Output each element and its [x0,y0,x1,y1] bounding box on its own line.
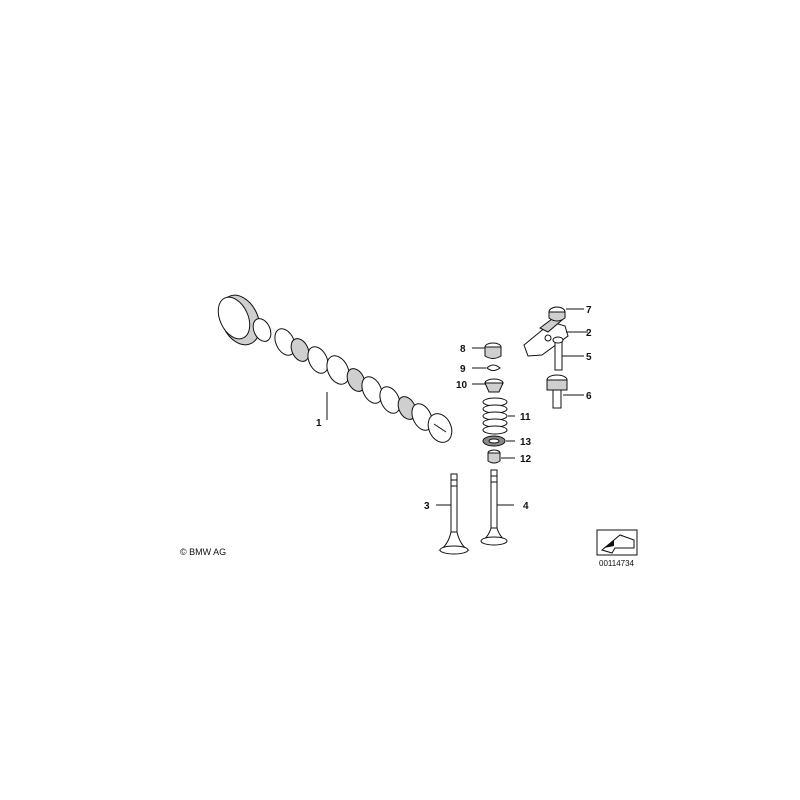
callout-8[interactable]: 8 [460,344,466,355]
screw[interactable] [552,336,584,371]
callout-10[interactable]: 10 [456,380,468,391]
valve-keepers[interactable] [472,364,501,371]
callout-3[interactable]: 3 [424,501,430,512]
lash-adjuster[interactable] [546,374,584,409]
spring-seat[interactable] [482,435,515,447]
callout-2[interactable]: 2 [586,328,592,339]
hydraulic-pad[interactable] [548,306,584,322]
callout-13[interactable]: 13 [520,437,532,448]
valve-spring[interactable] [482,397,515,435]
exhaust-valve[interactable] [480,469,514,546]
callout-5[interactable]: 5 [586,352,592,363]
callout-6[interactable]: 6 [586,391,592,402]
callout-4[interactable]: 4 [523,501,529,512]
copyright-text: © BMW AG [180,547,226,557]
callout-12[interactable]: 12 [520,454,532,465]
spring-retainer[interactable] [472,378,504,393]
callout-9[interactable]: 9 [460,364,466,375]
valve-guide-seal[interactable] [487,449,515,464]
valve-stem-seal[interactable] [472,342,502,359]
callout-7[interactable]: 7 [586,305,592,316]
diagram-number: 00114734 [599,559,635,568]
direction-arrow-icon [596,529,638,556]
camshaft[interactable] [212,289,456,446]
callout-11[interactable]: 11 [520,412,531,423]
intake-valve[interactable] [436,473,470,555]
callout-1[interactable]: 1 [316,418,322,429]
